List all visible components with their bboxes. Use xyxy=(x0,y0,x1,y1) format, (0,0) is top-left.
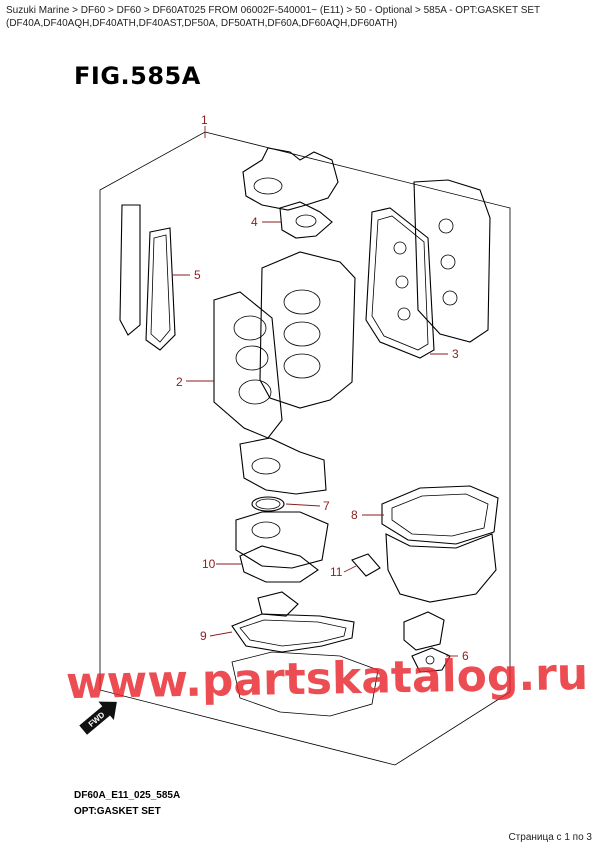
leader-9 xyxy=(209,631,233,637)
part-7-o-ring xyxy=(251,496,285,512)
oil-pan xyxy=(385,533,497,603)
part-6-gasket xyxy=(411,647,451,673)
part-9-gasket xyxy=(231,613,355,653)
middle-housing xyxy=(239,437,327,495)
part-4-plate xyxy=(242,147,339,211)
page-info: Страница с 1 по 3 xyxy=(508,832,592,843)
part-6-cover xyxy=(403,611,445,651)
callout-1: 1 xyxy=(201,113,208,127)
part-5-cover xyxy=(119,204,141,336)
figure-code: DF60A_E11_025_585A xyxy=(74,790,181,801)
callout-10: 10 xyxy=(202,557,216,571)
callout-5: 5 xyxy=(194,268,201,282)
figure-title: FIG.585A xyxy=(74,62,201,90)
part-9-top xyxy=(257,591,299,617)
part-3-gasket xyxy=(365,207,435,359)
cylinder-block xyxy=(259,251,356,409)
part-11-gasket xyxy=(351,553,381,577)
figure-name: OPT:GASKET SET xyxy=(74,806,161,817)
callout-11: 11 xyxy=(330,565,343,579)
part-4-gasket xyxy=(279,201,333,239)
leader-11 xyxy=(343,565,357,573)
part-2-head-gasket xyxy=(213,291,283,439)
callout-9: 9 xyxy=(200,629,207,643)
kit-boundary xyxy=(99,131,511,766)
breadcrumb: Suzuki Marine > DF60 > DF60 > DF60AT025 … xyxy=(6,5,540,29)
callout-8: 8 xyxy=(351,508,358,522)
part-10-gasket xyxy=(239,545,319,583)
callout-4: 4 xyxy=(251,215,258,229)
cam-cover xyxy=(413,179,491,343)
callout-6: 6 xyxy=(462,649,469,663)
callout-3: 3 xyxy=(452,347,459,361)
watermark: www.partskatalog.ru xyxy=(66,649,589,709)
lower-case-outline xyxy=(231,651,379,717)
callout-7: 7 xyxy=(323,499,330,513)
callout-2: 2 xyxy=(176,375,183,389)
leader-7 xyxy=(285,503,321,507)
lower-housing xyxy=(235,511,329,569)
part-8-gasket xyxy=(381,485,499,545)
part-5-gasket xyxy=(145,227,176,351)
